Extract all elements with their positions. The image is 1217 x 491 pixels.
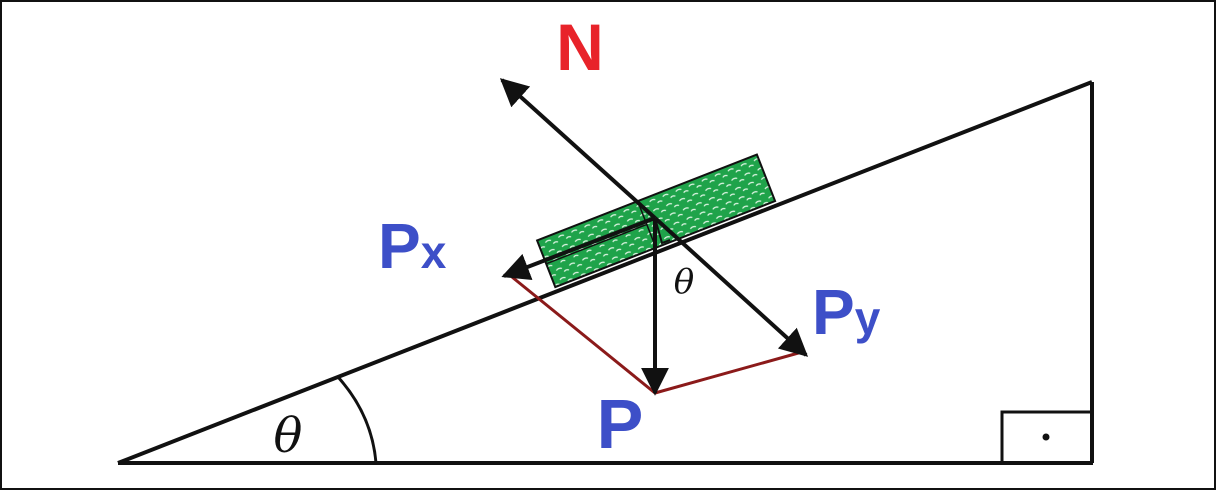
projection-line-px bbox=[511, 275, 656, 395]
normal-force-arrow bbox=[499, 78, 657, 220]
force-vectors bbox=[499, 78, 809, 396]
component-right-angle bbox=[654, 217, 671, 245]
perpendicular-component-label: Py bbox=[812, 276, 881, 348]
right-angle-marker bbox=[1000, 410, 1092, 463]
perpendicular-component-arrow bbox=[653, 216, 809, 357]
incline-angle-arc bbox=[336, 376, 378, 464]
weight-label: P bbox=[597, 385, 644, 463]
projection-line-py bbox=[654, 350, 803, 395]
projection-lines bbox=[511, 275, 803, 395]
right-angle-dot bbox=[1042, 433, 1050, 441]
incline-triangle bbox=[117, 80, 1094, 465]
parallel-component-label: Px bbox=[378, 210, 447, 282]
incline-hypotenuse bbox=[117, 80, 1093, 465]
component-angle-label: θ bbox=[674, 262, 694, 302]
normal-force-label: N bbox=[556, 10, 604, 84]
incline-angle-label: θ bbox=[274, 408, 303, 464]
parallel-component-arrow bbox=[501, 216, 656, 281]
